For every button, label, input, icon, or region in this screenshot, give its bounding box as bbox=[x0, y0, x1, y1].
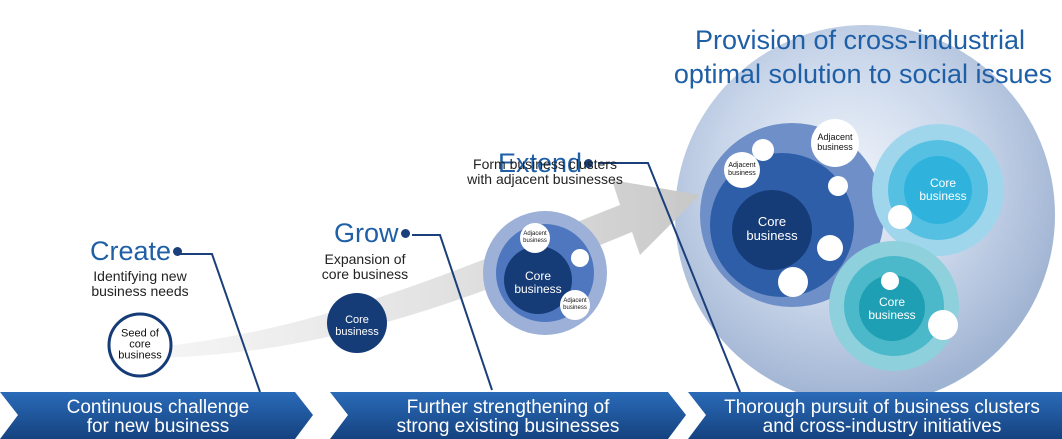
banner-middle-line2: strong existing businesses bbox=[396, 416, 620, 437]
growth-arrow bbox=[150, 180, 700, 358]
teal-dot-2 bbox=[928, 310, 958, 340]
connector-lines bbox=[180, 162, 741, 393]
extend-adjacent-top bbox=[520, 223, 550, 253]
grow-title: Grow bbox=[334, 220, 410, 247]
extend-adjacent-top-line1: Adjacent bbox=[523, 231, 547, 237]
cluster-adjacent-left-label: Adjacent business bbox=[728, 162, 756, 178]
extend-title-text: Extend bbox=[498, 148, 583, 178]
extend-desc: Form business clusters with adjacent bus… bbox=[450, 157, 640, 187]
grow-desc-line2: core business bbox=[321, 266, 409, 282]
cluster-adjacent-left bbox=[724, 152, 760, 188]
teal-core-label-line1: Core bbox=[878, 295, 905, 309]
banner-right-shape bbox=[688, 392, 1062, 439]
teal-core-label-line2: business bbox=[868, 308, 916, 322]
extend-adjacent-top-line2: business bbox=[523, 238, 547, 244]
cyan-core-label: Core business bbox=[919, 177, 966, 203]
seed-label: Seed of core business bbox=[118, 327, 162, 362]
seed-label-line1: Seed of bbox=[121, 327, 159, 340]
banner-right-line2: and cross-industry initiatives bbox=[762, 416, 1002, 437]
grow-dot bbox=[400, 229, 410, 238]
grow-title-text: Grow bbox=[334, 218, 399, 248]
headline-line2: optimal solution to social issues bbox=[673, 59, 1053, 89]
cluster-dot-1 bbox=[752, 139, 774, 161]
banner-middle-line1: Further strengthening of bbox=[406, 397, 610, 418]
cluster-adjacent-top-label: Adjacent business bbox=[817, 132, 853, 152]
banner-left-shape bbox=[0, 392, 313, 439]
banner-left-line2: for new business bbox=[86, 416, 230, 437]
extend-dot bbox=[584, 159, 594, 168]
create-desc-line1: Identifying new bbox=[93, 268, 187, 284]
grow-core-circle bbox=[327, 293, 387, 353]
cluster-adjacent-top-line1: Adjacent bbox=[817, 132, 853, 142]
cluster-dot-4 bbox=[778, 267, 808, 297]
cyan-dot bbox=[888, 205, 912, 229]
seed-label-line2: core bbox=[129, 338, 151, 351]
grow-core-label-line1: Core bbox=[345, 314, 369, 326]
banner-middle-shape bbox=[330, 392, 686, 439]
create-desc: Identifying new business needs bbox=[70, 269, 210, 299]
cyan-core-label-line1: Core bbox=[929, 176, 956, 190]
banner-left-text: Continuous challenge for new business bbox=[18, 398, 298, 436]
grow-core-label-line2: business bbox=[335, 326, 379, 338]
create-dot bbox=[173, 247, 183, 256]
cluster-dot-2 bbox=[828, 176, 848, 196]
teal-core-circle bbox=[859, 275, 925, 341]
extend-adjacent-bottom-line1: Adjacent bbox=[563, 298, 587, 304]
extend-core-label: Core business bbox=[514, 270, 561, 296]
cluster-dot-3 bbox=[817, 235, 843, 261]
cluster-adjacent-top-line2: business bbox=[817, 142, 853, 152]
grow-core-label: Core business bbox=[335, 314, 378, 338]
extend-core-label-line2: business bbox=[514, 282, 562, 296]
cluster-adjacent-top bbox=[811, 119, 859, 167]
extend-desc-line1: Form business clusters bbox=[473, 156, 617, 172]
banner-right-text: Thorough pursuit of business clusters an… bbox=[702, 398, 1062, 436]
cluster-core-circle bbox=[732, 190, 812, 270]
banner-right-line1: Thorough pursuit of business clusters bbox=[724, 397, 1040, 418]
create-desc-line2: business needs bbox=[91, 283, 189, 299]
banner-left-line1: Continuous challenge bbox=[66, 397, 250, 418]
cyan-core-label-line2: business bbox=[919, 189, 967, 203]
cluster-core-label-line2: business bbox=[746, 228, 798, 243]
extend-core-label-line1: Core bbox=[524, 269, 551, 283]
cluster-adjacent-left-line1: Adjacent bbox=[728, 162, 756, 169]
banner-middle-text: Further strengthening of strong existing… bbox=[346, 398, 670, 436]
extend-adjacent-bottom-label: Adjacent business bbox=[563, 298, 587, 312]
headline-line1: Provision of cross-industrial bbox=[694, 25, 1026, 55]
cluster-adjacent-left-line2: business bbox=[728, 170, 756, 177]
cyan-core-circle bbox=[904, 156, 972, 224]
extend-adjacent-bottom bbox=[560, 290, 590, 320]
extend-core-circle bbox=[504, 246, 572, 314]
grow-desc: Expansion of core business bbox=[300, 252, 430, 282]
extend-adjacent-bottom-line2: business bbox=[563, 305, 587, 311]
seed-label-line3: business bbox=[118, 349, 162, 362]
create-title-text: Create bbox=[90, 236, 172, 266]
teal-dot-1 bbox=[881, 272, 899, 290]
extend-title: Extend bbox=[498, 148, 594, 178]
create-title: Create bbox=[90, 236, 183, 266]
grow-desc-line1: Expansion of bbox=[324, 251, 406, 267]
extend-desc-line2: with adjacent businesses bbox=[467, 171, 623, 187]
teal-core-label: Core business bbox=[868, 296, 915, 322]
cluster-core-label: Core business bbox=[746, 215, 797, 243]
seed-circle bbox=[107, 312, 173, 378]
extend-small-dot bbox=[571, 249, 589, 267]
cluster-core-label-line1: Core bbox=[757, 214, 787, 229]
extend-adjacent-top-label: Adjacent business bbox=[523, 231, 547, 245]
